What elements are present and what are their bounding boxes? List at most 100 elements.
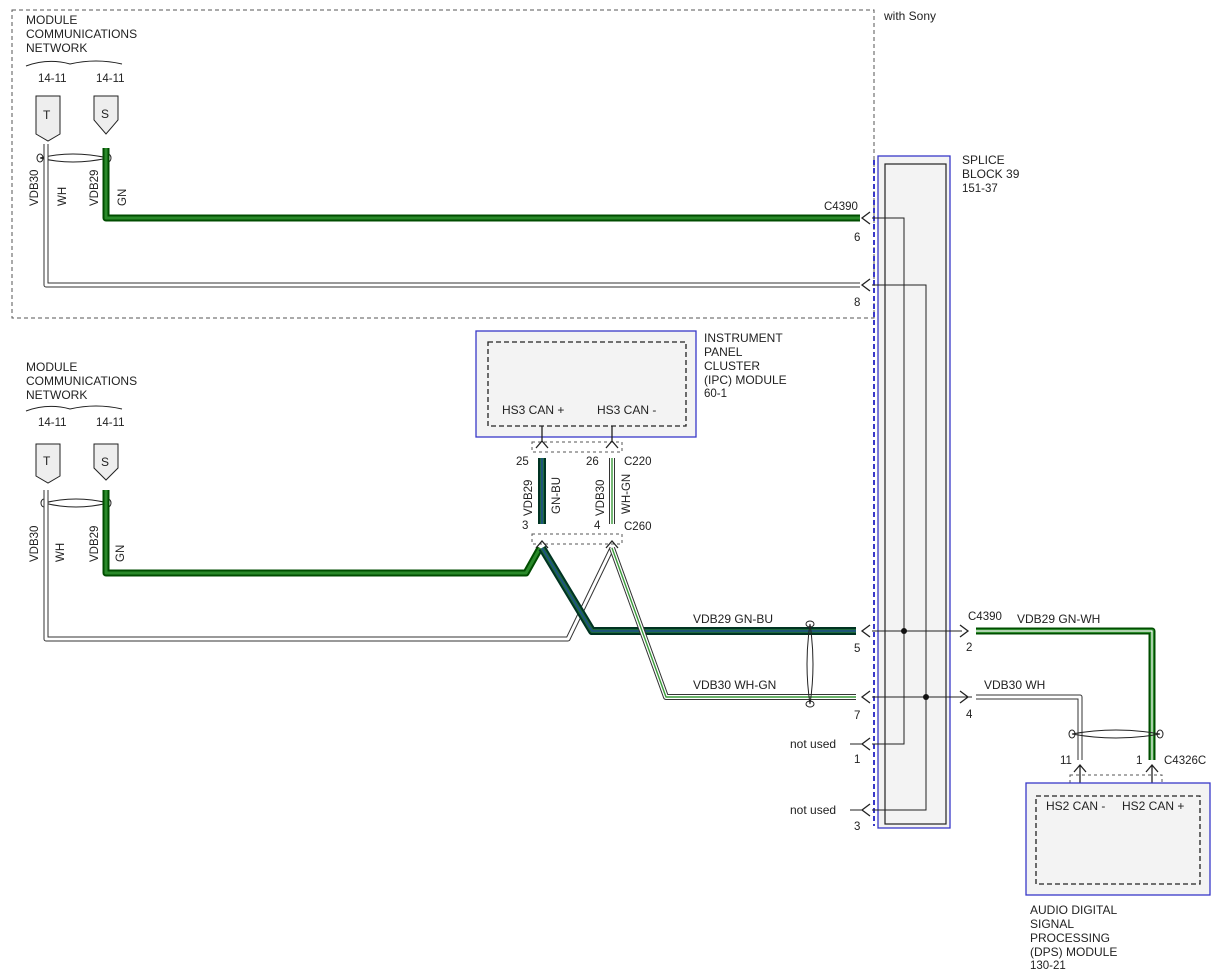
ipc-pin-26: 26	[586, 456, 599, 468]
network-1-wire-label-wh: WH	[57, 187, 69, 206]
network-2-title-3: NETWORK	[26, 388, 87, 402]
ipc-pin-3-arrow	[535, 540, 549, 549]
ipc-pin-4-arrow	[605, 540, 619, 549]
splice-pin-right-4: 4	[966, 709, 973, 721]
ipc-pin-26-arrow	[605, 426, 619, 449]
splice-pin-5: 5	[854, 643, 860, 655]
ipc-wire-label-whgn: WH-GN	[621, 474, 633, 514]
dsp-module-box	[1025, 782, 1211, 896]
dsp-title-3: PROCESSING	[1030, 931, 1110, 945]
ipc-connector-c260: C260	[624, 521, 652, 533]
network-2-terminal-s-label: S	[101, 455, 109, 469]
network-2-wire-label-vdb30: VDB30	[29, 526, 41, 562]
dsp-pin-minus: HS2 CAN -	[1046, 799, 1105, 813]
network-1-terminal-t-label: T	[43, 108, 51, 122]
vdb29-gnwh-label: VDB29 GN-WH	[1017, 612, 1100, 626]
ipc-pin-3: 3	[522, 520, 528, 532]
ipc-pin-25-arrow	[535, 426, 549, 449]
ipc-title-5: 60-1	[704, 388, 727, 400]
ipc-connector-c220: C220	[624, 456, 652, 468]
network-1-terminal-s: S	[93, 95, 119, 135]
network-2-title-1: MODULE	[26, 360, 77, 374]
ipc-wire-label-vdb30: VDB30	[595, 480, 607, 516]
network-1-ref-right: 14-11	[96, 73, 125, 85]
dsp-module: HS2 CAN - HS2 CAN + AUDIO DIGITAL SIGNAL…	[1025, 782, 1211, 972]
dsp-title-5: 130-21	[1030, 960, 1066, 972]
network-1-wire-label-vdb30: VDB30	[29, 170, 41, 206]
network-1-brace	[25, 60, 123, 67]
network-2-title-2: COMMUNICATIONS	[26, 374, 137, 388]
ipc-pin-25: 25	[516, 456, 529, 468]
splice-node-b	[923, 694, 929, 700]
splice-pin-8: 8	[854, 297, 860, 309]
ipc-connector-c220-outline	[531, 441, 623, 453]
splice-node-a	[901, 628, 907, 634]
dsp-pin-plus: HS2 CAN +	[1122, 799, 1184, 813]
network-2-terminal-t: T	[35, 443, 61, 484]
splice-right-connector-label: C4390	[968, 611, 1002, 623]
network-2-wh-wire	[43, 490, 615, 642]
splice-left-connector-arrows	[860, 211, 871, 817]
dsp-module-inner	[1035, 795, 1201, 885]
network-1-title-3: NETWORK	[26, 41, 87, 55]
network-1-wire-label-vdb29: VDB29	[89, 170, 101, 206]
network-2-gn-wire	[102, 490, 544, 577]
network-2-ref-left: 14-11	[38, 417, 67, 429]
splice-block-inner	[884, 163, 947, 825]
network-2-terminal-s: S	[93, 443, 119, 481]
dsp-pin-11: 11	[1060, 755, 1072, 767]
dsp-title-2: SIGNAL	[1030, 917, 1074, 931]
splice-internal-bus-a	[872, 217, 905, 745]
splice-pin-3: 3	[854, 821, 860, 833]
network-2-terminal-t-label: T	[43, 454, 51, 468]
vdb29-gnbu-label: VDB29 GN-BU	[693, 612, 773, 626]
vdb30-whgn-label: VDB30 WH-GN	[693, 678, 776, 692]
network-2-wire-label-wh: WH	[55, 543, 67, 562]
splice-pin-7: 7	[854, 710, 860, 722]
ipc-pin-4: 4	[594, 520, 601, 532]
splice-block-box	[877, 155, 951, 829]
ipc-wire-label-gnbu: GN-BU	[551, 477, 563, 514]
vdb30-wh-wire	[976, 694, 1083, 760]
dsp-pair-twist	[1071, 729, 1161, 739]
network-2-twist	[43, 498, 109, 508]
ipc-title-1: INSTRUMENT	[704, 331, 783, 345]
splice-block-39: SPLICE BLOCK 39 151-37	[872, 153, 1020, 829]
ipc-wire-label-vdb29: VDB29	[523, 480, 535, 516]
ipc-pin-minus: HS3 CAN -	[597, 403, 656, 417]
dsp-pin-1: 1	[1136, 755, 1142, 767]
splice-title-2: BLOCK 39	[962, 167, 1020, 181]
network-1-twist	[39, 153, 109, 163]
vdb29-gnwh-wire	[976, 627, 1156, 760]
network-1-title-2: COMMUNICATIONS	[26, 27, 137, 41]
ipc-module-inner	[487, 341, 687, 427]
ipc-pair-twist	[806, 623, 814, 705]
splice-title-1: SPLICE	[962, 153, 1005, 167]
ipc-title-3: CLUSTER	[704, 359, 760, 373]
network-1-ref-left: 14-11	[38, 73, 67, 85]
dsp-title-4: (DPS) MODULE	[1030, 945, 1117, 959]
network-1-title-1: MODULE	[26, 13, 77, 27]
ipc-title-2: PANEL	[704, 345, 743, 359]
network-1-wire-label-gn: GN	[117, 189, 129, 206]
splice-pin-right-2: 2	[966, 642, 972, 654]
ipc-connector-c260-outline	[531, 533, 623, 545]
network-2-brace	[25, 405, 123, 412]
splice-right-arrow-4	[959, 690, 970, 704]
ipc-pin-plus: HS3 CAN +	[502, 403, 564, 417]
network-2-wire-label-gn: GN	[115, 545, 127, 562]
splice-right-arrow-2	[959, 624, 970, 638]
ipc-title-4: (IPC) MODULE	[704, 373, 787, 387]
ipc-module: HS3 CAN + HS3 CAN - INSTRUMENT PANEL CLU…	[475, 330, 787, 438]
vdb29-gnbu-wire	[538, 545, 856, 635]
network-1: MODULE COMMUNICATIONS NETWORK 14-11 14-1…	[25, 13, 137, 206]
splice-pin-6: 6	[854, 232, 860, 244]
with-sony-frame	[11, 9, 875, 319]
vdb30-whgn-wire	[609, 546, 856, 700]
network-1-gn-wire	[102, 148, 860, 222]
dsp-title-1: AUDIO DIGITAL	[1030, 903, 1117, 917]
network-2: MODULE COMMUNICATIONS NETWORK 14-11 14-1…	[25, 360, 137, 562]
not-used-label-1: not used	[790, 737, 836, 751]
